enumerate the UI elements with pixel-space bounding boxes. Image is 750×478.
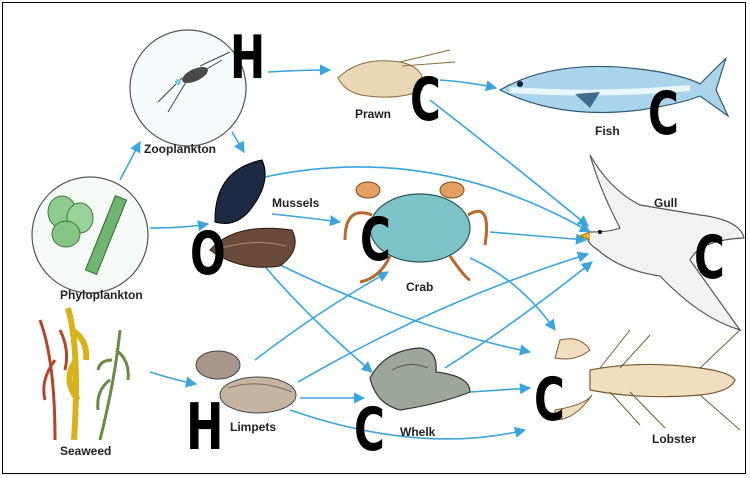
arrow-seaweed-limpets (150, 372, 196, 384)
arrow-mussels-whelk (258, 258, 372, 372)
code-gull: C (694, 228, 725, 288)
label-limpets: Limpets (230, 420, 276, 434)
arrow-whelk-lobster (470, 388, 530, 392)
code-fish: C (648, 84, 679, 144)
seaweed-illustration (40, 308, 128, 440)
label-whelk: Whelk (400, 425, 435, 439)
code-zooplankton: H (230, 28, 265, 88)
code-crab: C (360, 210, 391, 270)
code-whelk: C (354, 400, 385, 460)
arrow-phyloplankton-zooplankton (120, 142, 140, 180)
label-lobster: Lobster (652, 432, 696, 446)
label-fish: Fish (595, 124, 620, 138)
code-prawn: C (410, 70, 441, 130)
arrow-limpets-gull (298, 254, 588, 382)
code-limpets: H (186, 396, 223, 460)
arrow-prawn-fish (440, 80, 496, 88)
label-seaweed: Seaweed (60, 444, 111, 458)
arrow-limpets-crab (255, 272, 388, 360)
label-prawn: Prawn (355, 107, 391, 121)
arrow-mussels-crab (272, 214, 340, 222)
label-gull: Gull (654, 196, 677, 210)
label-zooplankton: Zooplankton (144, 142, 216, 156)
arrow-crab-gull (490, 232, 586, 240)
lobster-illustration (555, 330, 740, 430)
phyloplankton-illustration (32, 177, 148, 293)
zooplankton-illustration (130, 30, 246, 146)
code-mussels: O (190, 224, 226, 284)
fish-illustration (500, 58, 728, 116)
label-phyloplankton: Phyloplankton (60, 288, 143, 302)
code-lobster: C (534, 370, 565, 430)
label-crab: Crab (406, 280, 433, 294)
arrow-zooplankton-prawn (268, 70, 330, 72)
arrow-zooplankton-mussels (232, 132, 244, 152)
whelk-illustration (370, 348, 470, 410)
label-mussels: Mussels (272, 196, 319, 210)
